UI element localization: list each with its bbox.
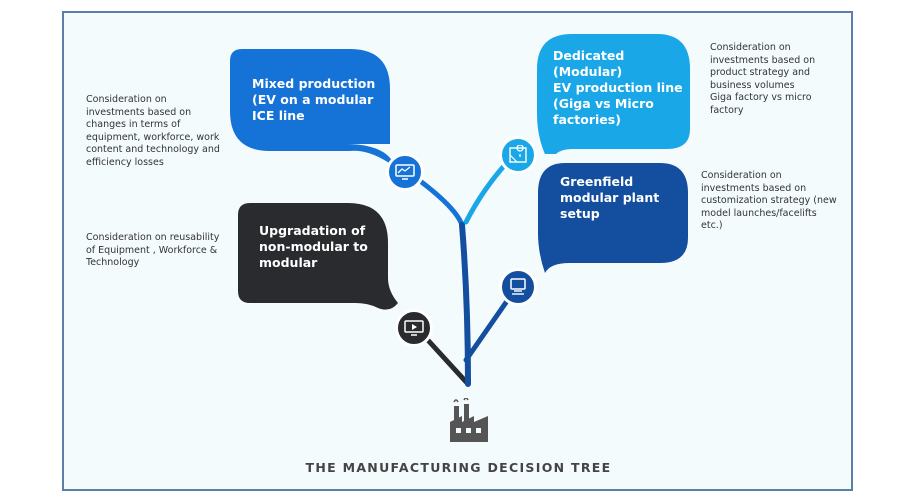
dedicated-production-label: Dedicated (Modular) EV production line (…	[553, 48, 683, 127]
video-monitor-icon	[395, 309, 433, 347]
map-pin-icon	[499, 136, 537, 174]
monitor-stack-icon	[499, 268, 537, 306]
upgradation-label: Upgradation of non-modular to modular	[259, 223, 368, 270]
mixed-production-label: Mixed production (EV on a modular ICE li…	[252, 76, 376, 123]
greenfield-bubble-shape	[538, 163, 688, 273]
greenfield-note: Consideration on investments based on cu…	[701, 170, 837, 231]
monitor-chart-icon	[386, 153, 424, 191]
mixed-bubble-shape	[230, 49, 395, 167]
upgradation-note: Consideration on reusability of Equipmen…	[86, 232, 220, 268]
tree-trunk	[459, 222, 471, 387]
diagram-title: THE MANUFACTURING DECISION TREE	[305, 460, 612, 475]
greenfield-plant-label: Greenfield modular plant setup	[560, 174, 660, 221]
dedicated-note: Consideration on investments based on pr…	[710, 42, 816, 116]
dedicated-bubble-shape	[537, 34, 690, 154]
factory-icon	[450, 398, 488, 442]
upgradation-bubble-shape	[238, 203, 398, 310]
mixed-note: Consideration on investments based on ch…	[86, 94, 220, 168]
